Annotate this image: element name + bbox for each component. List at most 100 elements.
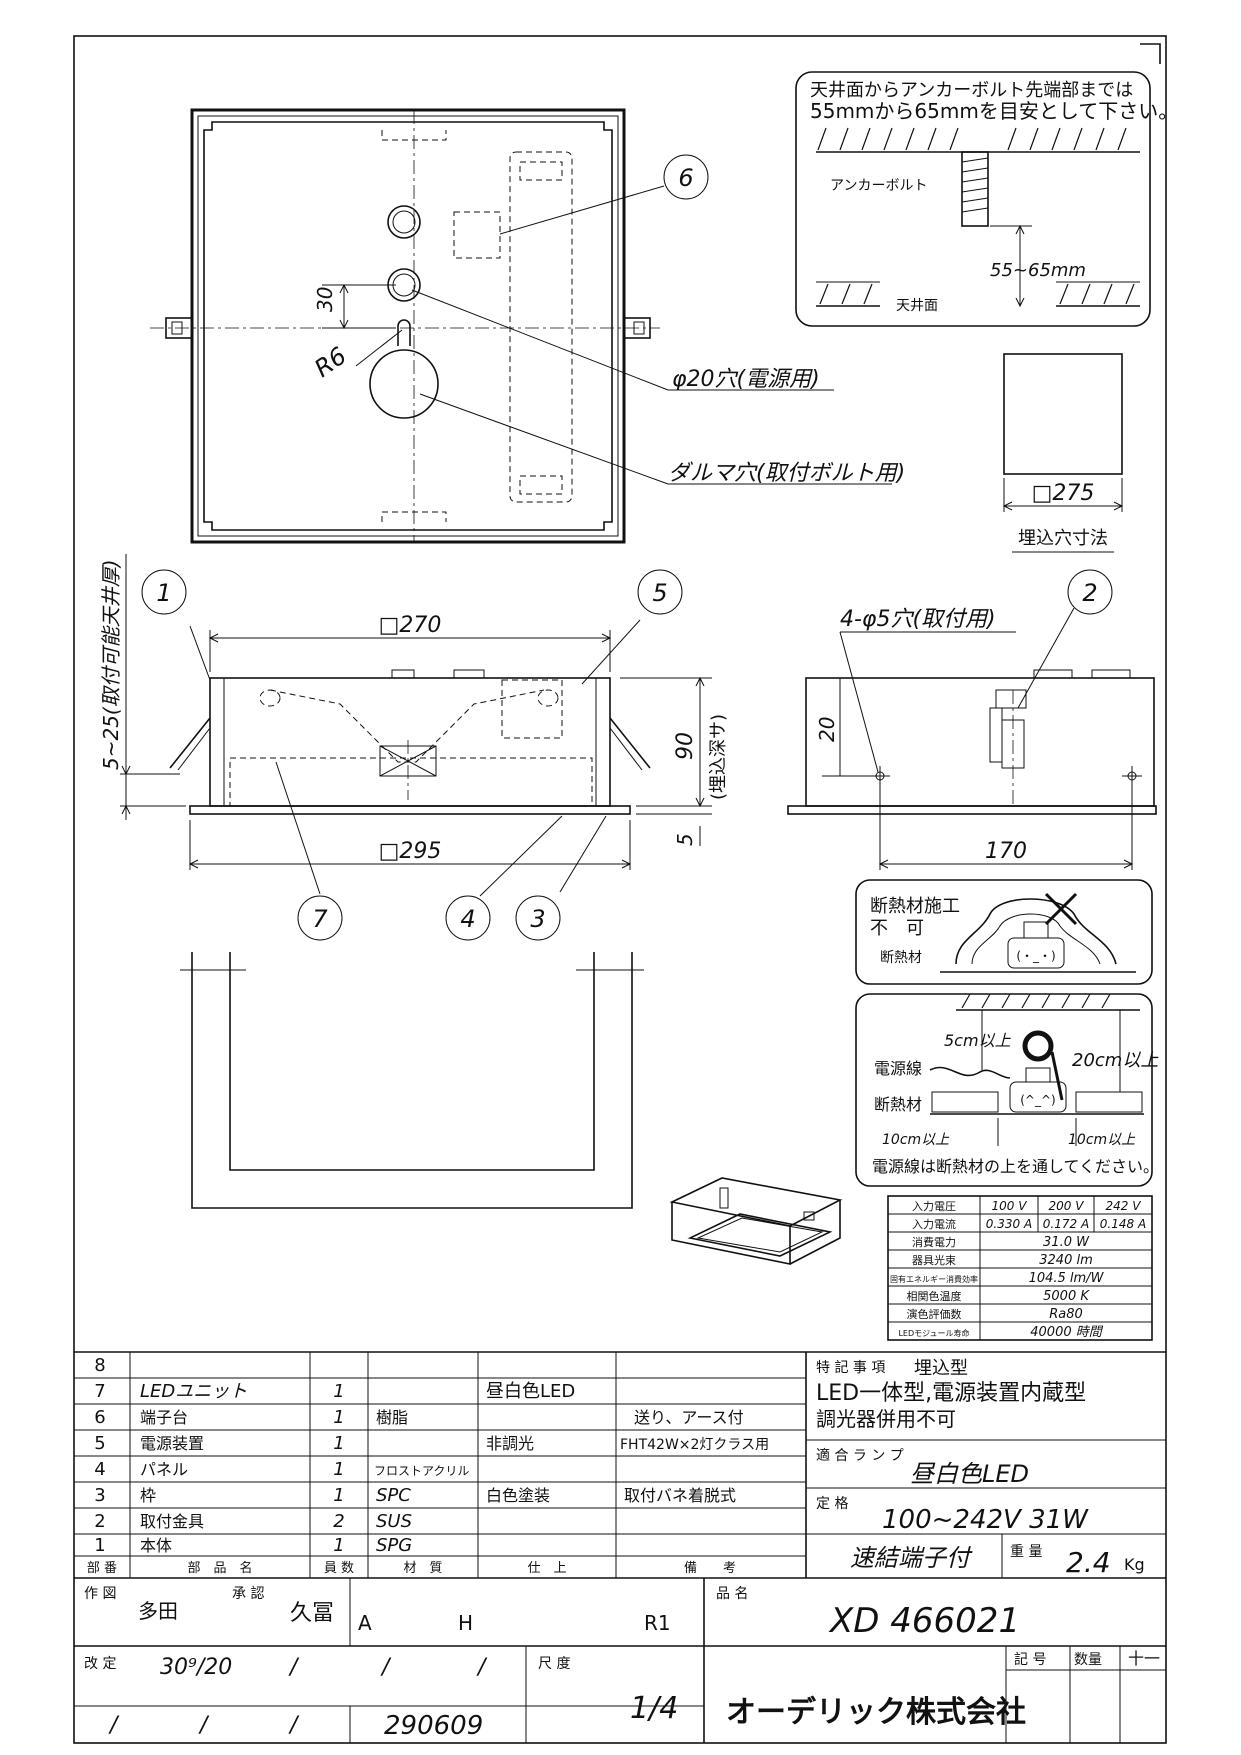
part-4-qty: 1 [333,1459,344,1480]
scale-label: 尺 度 [538,1656,570,1672]
svg-text:/: / [108,1713,120,1738]
front-view-body [209,677,611,807]
svg-text:(・_・): (・_・) [1016,949,1055,963]
part-5-name: 電源装置 [140,1434,204,1453]
part-7-no: 7 [94,1381,105,1402]
lamp-value: 昼白色LED [910,1460,1029,1488]
part-7-name: LEDユニット [140,1381,247,1402]
power-line-note: 電源線は断熱材の上を通してください。 [872,1157,1159,1176]
rating-title: 定 格 [816,1496,848,1512]
special-notes: 特 記 事 項 埋込型 LED一体型,電源装置内蔵型 調光器併用不可 適 合 ラ… [806,1358,1166,1579]
part-6-material: 樹脂 [376,1408,408,1427]
svg-text:(^_^): (^_^) [1020,1093,1055,1107]
special-type: 埋込型 [914,1358,968,1379]
depth-label: (埋込深サ) [708,714,729,800]
part-3-material: SPC [376,1485,411,1506]
part-1-name: 本体 [140,1536,172,1555]
part-6-qty: 1 [333,1407,344,1428]
part-5-remarks: FHT42W×2灯クラス用 [620,1437,769,1453]
svg-text:/: / [288,1655,300,1680]
anchor-note-line2: 55mmから65mmを目安として下さい。 [810,99,1178,123]
weight-value: 2.4 [1066,1546,1111,1579]
approved-by: 久冨 [290,1601,334,1626]
ceiling-range: 5~25(取付可能天井厚) [99,559,123,770]
part-5-finish: 非調光 [486,1434,534,1453]
bottom-view [180,952,644,1209]
part-8-no: 8 [94,1355,105,1376]
front-view-panel [189,805,631,815]
callout-2: 2 [1067,569,1113,615]
special-note-2: 調光器併用不可 [816,1407,956,1431]
svg-text:1: 1 [156,579,171,607]
r6-label: R6 [309,342,351,383]
spec-label: LEDモジュール寿命 [898,1328,969,1338]
svg-text:5: 5 [652,579,667,607]
part-2-material: SUS [376,1511,412,1532]
product-label: 品 名 [716,1586,748,1602]
insulation-prohibited: 断熱材施工 不 可 断熱材 (・_・) [855,879,1153,985]
part-1-material: SPG [376,1535,412,1556]
revision-date: 30⁹/20 [160,1655,232,1680]
spec-value: 0.148 A [1100,1217,1146,1231]
parts-table: 8 7 LEDユニット 1 昼白色LED 6 端子台 1 樹脂 送り、アース付 … [74,1351,1166,1579]
width-295: □295 [379,839,442,864]
revision-label: 改 定 [84,1656,116,1672]
spec-label: 入力電圧 [912,1200,956,1213]
title-block: 作 図 多田 承 認 久冨 A H R1 品 名 XD 466021 改 定 3… [74,1578,1166,1743]
top-view-outer-frame [190,108,626,544]
header-part-name: 部 品 名 [187,1560,252,1576]
spec-value: 242 V [1106,1199,1142,1213]
clearance-20cm: 20cm以上 [1072,1050,1159,1071]
part-7-finish: 昼白色LED [486,1381,575,1402]
anchor-note-line1: 天井面からアンカーボルト先端部までは [810,80,1133,101]
mounting-clip-right [623,317,651,339]
product-number: XD 466021 [828,1601,1020,1641]
spec-value: 5000 K [1043,1289,1090,1304]
part-7-qty: 1 [333,1381,344,1402]
spec-label: 演色評価数 [907,1307,962,1321]
spec-value: Ra80 [1049,1307,1083,1322]
spec-value: 3240 lm [1039,1253,1093,1268]
power-hole-upper [387,205,421,239]
spec-value: 31.0 W [1043,1235,1090,1250]
part-6-name: 端子台 [140,1408,188,1427]
code-h: H [458,1611,473,1635]
header-material: 材 質 [403,1561,442,1576]
header-qty: 員 数 [324,1561,354,1576]
dim-20: 20 [815,717,839,742]
svg-text:4: 4 [460,905,475,933]
fixture-isometric [669,1177,843,1265]
part-4-no: 4 [94,1459,105,1480]
svg-text:/: / [288,1713,300,1738]
code-a: A [358,1611,372,1635]
sheet-border [73,35,1167,1744]
symbol-value: 十一 [1128,1649,1160,1668]
insulation-prohibited-2: 不 可 [870,918,924,939]
part-4-name: パネル [140,1460,188,1479]
spec-value: 0.172 A [1043,1217,1089,1231]
insulation-prohibited-1: 断熱材施工 [870,896,960,917]
ceiling-label: 天井面 [896,298,938,314]
approved-label: 承 認 [232,1586,264,1602]
spec-label: 器具光束 [912,1253,956,1267]
cutout-dimension: □275 埋込穴寸法 [1002,353,1124,553]
special-title: 特 記 事 項 [816,1359,885,1376]
part-4-material: フロストアクリル [374,1464,469,1478]
terminal-block-outline [453,211,501,259]
clearance-10cm-b: 10cm以上 [1068,1132,1136,1148]
svg-text:/: / [380,1655,392,1680]
daruma-hole [397,319,411,346]
rating-value: 100~242V 31W [882,1505,1089,1535]
width-270: □270 [379,613,442,638]
anchor-bolt-label: アンカーボルト [830,178,927,194]
callout-6: 6 [663,154,709,200]
quantity-label: 数量 [1074,1652,1102,1668]
part-1-no: 1 [94,1535,105,1556]
power-unit-outline [509,151,573,503]
header-remarks: 備 考 [684,1560,736,1576]
svg-text:7: 7 [312,905,328,933]
symbol-label: 記 号 [1014,1651,1046,1668]
drawn-label: 作 図 [84,1586,116,1602]
drawn-by: 多田 [138,1599,178,1623]
